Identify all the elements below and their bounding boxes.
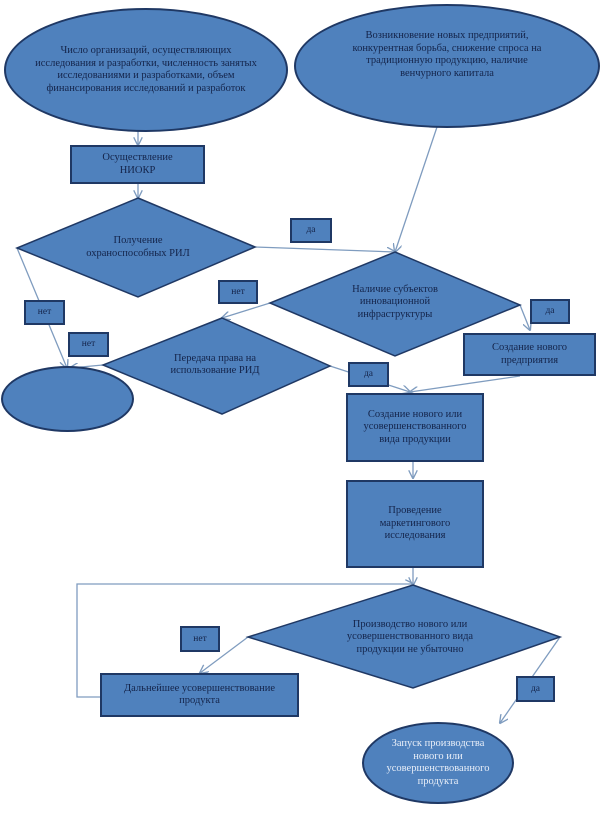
label-no-profitable-text: нет xyxy=(193,633,207,644)
node-new-product: Создание нового или усовершенствованного… xyxy=(346,393,484,462)
label-no-infrastructure: нет xyxy=(218,280,258,304)
connector-improvement-loop xyxy=(76,584,413,698)
node-niokr: Осуществление НИОКР xyxy=(70,145,205,184)
label-yes-transfer: да xyxy=(348,362,389,387)
decision-protectable-ril xyxy=(15,197,257,298)
label-no-transfer: нет xyxy=(68,332,109,357)
label-no-ril: нет xyxy=(24,300,65,325)
node-niokr-text: Осуществление НИОКР xyxy=(102,152,173,176)
label-yes-ril-text: да xyxy=(306,225,316,236)
connector-newent-to-infrastructure xyxy=(395,126,438,252)
node-new-product-text: Создание нового или усовершенствованного… xyxy=(363,408,467,445)
node-improvement-text: Дальнейшее усовершенствование продукта xyxy=(124,682,275,707)
label-yes-infrastructure: да xyxy=(530,299,570,324)
node-improvement: Дальнейшее усовершенствование продукта xyxy=(100,673,299,717)
node-launch-text: Запуск производства нового или усовершен… xyxy=(386,738,490,787)
decision-profitable xyxy=(245,584,563,689)
node-new-enterprises: Возникновение новых предприятий, конкуре… xyxy=(294,4,600,128)
connector-newent-to-product xyxy=(410,375,521,392)
node-new-enterprises-text: Возникновение новых предприятий, конкуре… xyxy=(352,30,542,79)
node-org-count: Число организаций, осуществляющих исслед… xyxy=(4,8,288,132)
label-yes-transfer-text: да xyxy=(363,369,374,380)
node-marketing: Проведение маркетингового исследования xyxy=(346,480,484,568)
connector-infra-no-to-transfer xyxy=(222,302,271,318)
connector-ril-yes-to-infrastructure xyxy=(254,246,395,252)
connector-profitable-no-to-improvement xyxy=(200,636,249,673)
connector-infra-yes-to-newent xyxy=(519,304,530,330)
label-no-infrastructure-text: нет xyxy=(231,286,245,297)
label-yes-profitable-text: да xyxy=(530,683,541,694)
node-new-enterprise-creation-text: Создание нового предприятия xyxy=(491,342,568,366)
node-new-enterprise-creation: Создание нового предприятия xyxy=(463,333,596,376)
label-no-transfer-text: нет xyxy=(81,339,96,350)
node-launch: Запуск производства нового или усовершен… xyxy=(362,722,514,804)
label-no-profitable: нет xyxy=(180,626,220,652)
node-end-empty xyxy=(1,366,134,432)
decision-infrastructure xyxy=(268,251,522,357)
decision-rights-transfer xyxy=(100,317,332,415)
label-yes-profitable: да xyxy=(516,676,555,702)
node-marketing-text: Проведение маркетингового исследования xyxy=(379,505,451,542)
node-org-count-text: Число организаций, осуществляющих исслед… xyxy=(35,45,257,94)
label-yes-ril: да xyxy=(290,218,332,243)
label-yes-infrastructure-text: да xyxy=(545,306,555,317)
label-no-ril-text: нет xyxy=(37,307,52,318)
